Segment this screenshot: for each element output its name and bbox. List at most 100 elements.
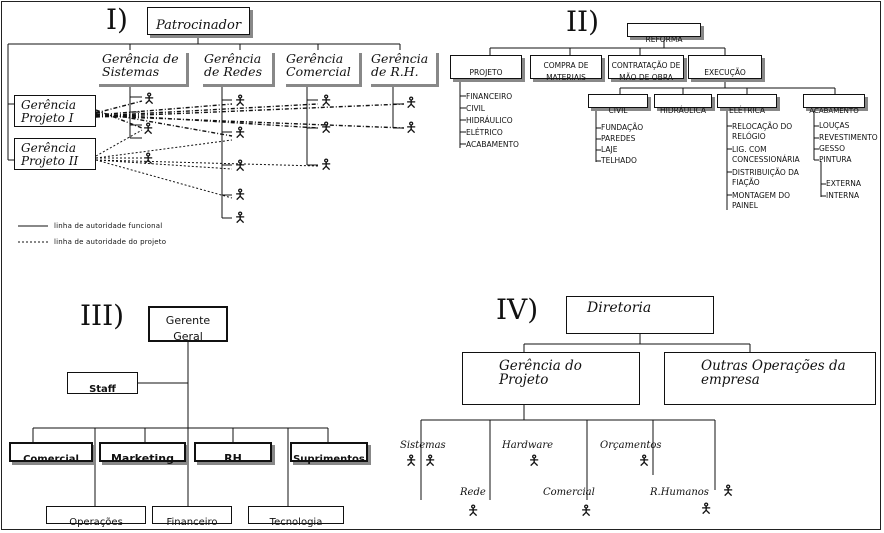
list-item: FINANCEIRO [466,92,513,101]
reform-label: REFORMA [645,35,683,44]
branch-execucao-box: EXECUÇÃO [688,55,762,79]
bottom-tecnologia-label: Tecnologia [269,517,323,528]
list-item: TELHADO [601,156,637,165]
bottom-financeiro-label: Financeiro [166,517,218,528]
list-item: INTERNA [826,191,860,200]
branch-compra-box: COMPRA DE MATERIAIS [530,55,602,82]
list-item: REVESTIMENTO [819,133,878,142]
list-item: PAREDES [601,134,636,143]
team-comercial-label: Comercial [543,487,595,498]
section-iv-label: IV) [496,293,539,326]
person-icon: 🯅 [234,187,247,203]
branch-compra-label: COMPRA DE MATERIAIS [543,61,589,82]
management-systems-box: Gerência de Sistemas [96,50,186,84]
dept-marketing-label: Marketing [110,452,174,465]
list-item: MONTAGEM DO PAINEL [732,191,791,210]
list-item: PINTURA [819,155,852,164]
person-icon: 🯅 [142,151,155,167]
branch-contratacao-box: CONTRATAÇÃO DE MÃO DE OBRA [608,55,684,82]
management-systems-label: Gerência de Sistemas [102,51,179,79]
management-networks-box: Gerência de Redes [200,50,272,84]
person-icon: 🯅 [528,453,541,469]
staff-box: Staff [67,372,138,395]
person-icon: 🯅 [580,503,593,519]
dept-suprimentos-box: Suprimentos [290,442,368,465]
management-hr-label: Gerência de R.H. [371,51,429,79]
project-two-label: Gerência Projeto II [21,141,79,168]
exec-eletrica-label: ELÉTRICA [728,106,766,115]
person-icon: 🯅 [234,93,247,109]
person-icon: 🯅 [405,120,418,136]
list-item: ELÉTRICO [466,128,503,137]
section-i-label: I) [106,3,128,36]
exec-hidraulica-label: HIDRÁULICA [660,106,706,115]
list-item: HIDRÁULICO [466,116,513,125]
project-one-box: Gerência Projeto I [14,95,96,127]
person-icon: 🯅 [722,483,735,499]
bottom-financeiro-box: Financeiro [152,506,232,528]
general-manager-label: Gerente Geral [165,314,211,343]
dept-rh-box: RH [194,442,272,465]
branch-execucao-label: EXECUÇÃO [704,68,746,77]
sponsor-box: Patrocinador [147,7,250,35]
list-item: DISTRIBUIÇÃO DA FIAÇÃO [732,168,799,187]
exec-hidraulica-box: HIDRÁULICA [654,94,712,115]
bottom-tecnologia-box: Tecnologia [248,506,344,528]
management-hr-box: Gerência de R.H. [368,50,436,84]
dept-suprimentos-label: Suprimentos [293,454,365,465]
branch-contratacao-label: CONTRATAÇÃO DE MÃO DE OBRA [611,61,681,82]
management-networks-label: Gerência de Redes [204,51,262,79]
person-icon: 🯅 [234,125,247,141]
exec-civil-label: CIVIL [608,106,628,115]
list-item: RELOCAÇÃO DO RELÓGIO [732,122,793,141]
person-icon: 🯅 [467,503,480,519]
management-commercial-box: Gerência Comercial [283,50,359,84]
project-management-label: Gerência do Projeto [499,358,582,388]
person-icon: 🯅 [320,93,333,109]
legend-solid-label: linha de autoridade funcional [54,222,163,230]
exec-acabamento-label: ACABAMENTO [809,107,859,115]
person-icon: 🯅 [234,158,247,174]
branch-projeto-box: PROJETO [450,55,522,79]
list-item: EXTERNA [826,179,862,188]
dept-rh-label: RH [224,452,242,465]
directorate-box: Diretoria [566,296,714,334]
team-rhumanos-label: R.Humanos [650,487,709,498]
legend-dashed-label: linha de autoridade do projeto [54,238,167,246]
team-hardware-label: Hardware [502,440,554,451]
exec-eletrica-box: ELÉTRICA [717,94,777,115]
team-orcamentos-label: Orçamentos [600,440,662,451]
list-item: GESSO [819,144,845,153]
dept-marketing-box: Marketing [99,442,186,465]
list-item: LOUÇAS [819,121,850,130]
person-icon: 🯅 [405,95,418,111]
project-one-label: Gerência Projeto I [21,98,76,125]
management-commercial-label: Gerência Comercial [286,51,351,79]
person-icon: 🯅 [320,157,333,173]
section-iii-label: III) [80,299,125,332]
list-item: LIG. COM CONCESSIONÁRIA [732,145,800,164]
general-manager-box: Gerente Geral [148,306,228,343]
sponsor-label: Patrocinador [155,18,242,33]
list-item: LAJE [601,145,618,154]
section-ii-label: II) [566,5,600,38]
reform-box: REFORMA [627,23,701,44]
list-item: CIVIL [466,104,485,113]
person-icon: 🯅 [142,121,155,137]
person-icon: 🯅 [424,453,437,469]
other-operations-box: Outras Operações da empresa [664,352,876,405]
person-icon: 🯅 [700,501,713,517]
exec-acabamento-box: ACABAMENTO [803,94,865,115]
branch-projeto-label: PROJETO [469,68,503,77]
team-sistemas-label: Sistemas [400,440,446,451]
bottom-operacoes-box: Operações [46,506,146,528]
list-item: FUNDAÇÃO [601,123,644,132]
other-operations-label: Outras Operações da empresa [701,358,846,388]
project-management-box: Gerência do Projeto [462,352,640,405]
exec-civil-box: CIVIL [588,94,648,115]
bottom-operacoes-label: Operações [69,517,123,528]
person-icon: 🯅 [320,120,333,136]
dept-comercial-label: Comercial [23,454,79,465]
